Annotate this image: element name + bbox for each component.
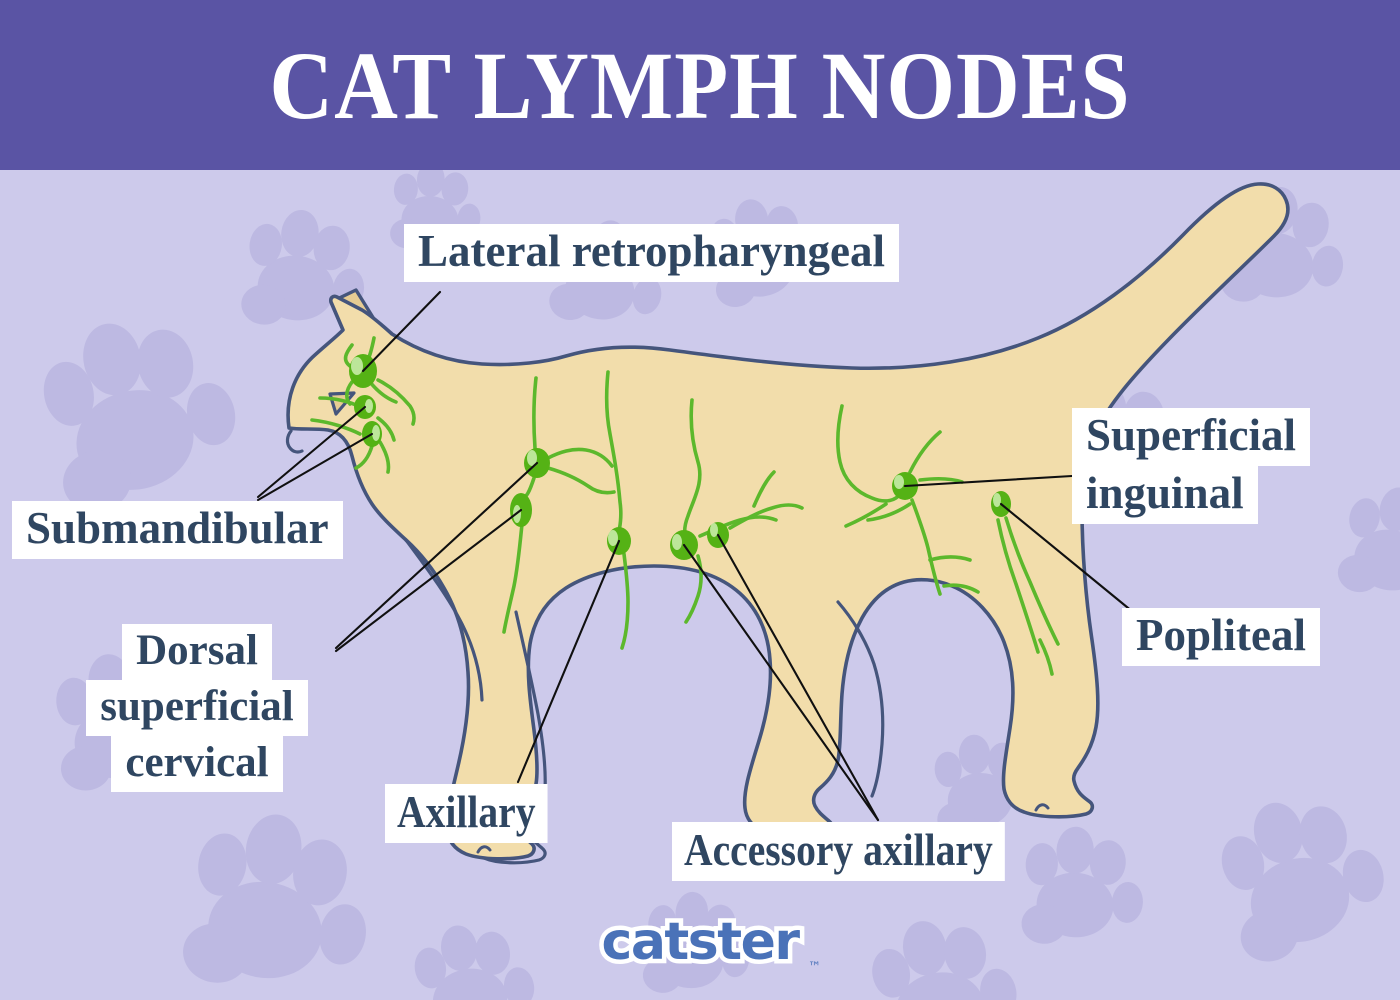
leader-dorsal-superficial-cervical-b <box>334 508 523 653</box>
label-dorsal-superficial-cervical[interactable]: Dorsal superficial cervical <box>72 624 322 792</box>
cat-hind-paw-toe <box>1034 803 1050 812</box>
label-lateral-retropharyngeal[interactable]: Lateral retropharyngeal <box>404 224 900 282</box>
label-superficial-inguinal[interactable]: Superficial inguinal <box>1072 408 1310 524</box>
leader-axillary <box>516 539 621 784</box>
label-axillary[interactable]: Axillary <box>385 784 574 843</box>
label-line: inguinal <box>1072 465 1258 524</box>
leader-lateral-retropharyngeal <box>361 290 442 373</box>
leader-popliteal <box>999 502 1135 614</box>
leader-accessory-axillary-a <box>682 543 880 822</box>
catster-logo-text: catster <box>597 908 805 977</box>
page-title: CAT LYMPH NODES <box>269 32 1131 139</box>
catster-logo[interactable]: catster ™ <box>0 908 1400 977</box>
lymphatic-vessels <box>310 336 1060 676</box>
label-line: cervical <box>111 735 283 792</box>
label-line: Popliteal <box>1122 608 1320 666</box>
leader-submandibular-a <box>256 405 367 499</box>
label-line: Submandibular <box>12 501 343 559</box>
cat-front-paw-toe <box>476 845 492 854</box>
trademark-symbol: ™ <box>808 960 821 975</box>
label-submandibular[interactable]: Submandibular <box>12 501 343 559</box>
label-accessory-axillary[interactable]: Accessory axillary <box>672 822 1059 881</box>
label-line: Accessory axillary <box>672 822 1005 881</box>
label-line: Superficial <box>1072 408 1310 466</box>
lymph-node-group <box>349 354 1011 560</box>
cat-body <box>286 182 1290 861</box>
label-line: Dorsal <box>122 624 272 680</box>
leader-submandibular-b <box>256 432 374 502</box>
header-bar: CAT LYMPH NODES <box>0 0 1400 170</box>
label-line: superficial <box>86 679 308 736</box>
leader-dorsal-superficial-cervical-a <box>334 461 539 650</box>
label-popliteal[interactable]: Popliteal <box>1122 608 1320 666</box>
leader-accessory-axillary-b <box>716 533 880 822</box>
cat-muzzle <box>285 429 304 454</box>
label-line: Lateral retropharyngeal <box>404 224 900 282</box>
cat-far-hind-leg <box>836 600 885 798</box>
leader-superficial-inguinal <box>903 474 1074 488</box>
label-line: Axillary <box>385 784 548 843</box>
